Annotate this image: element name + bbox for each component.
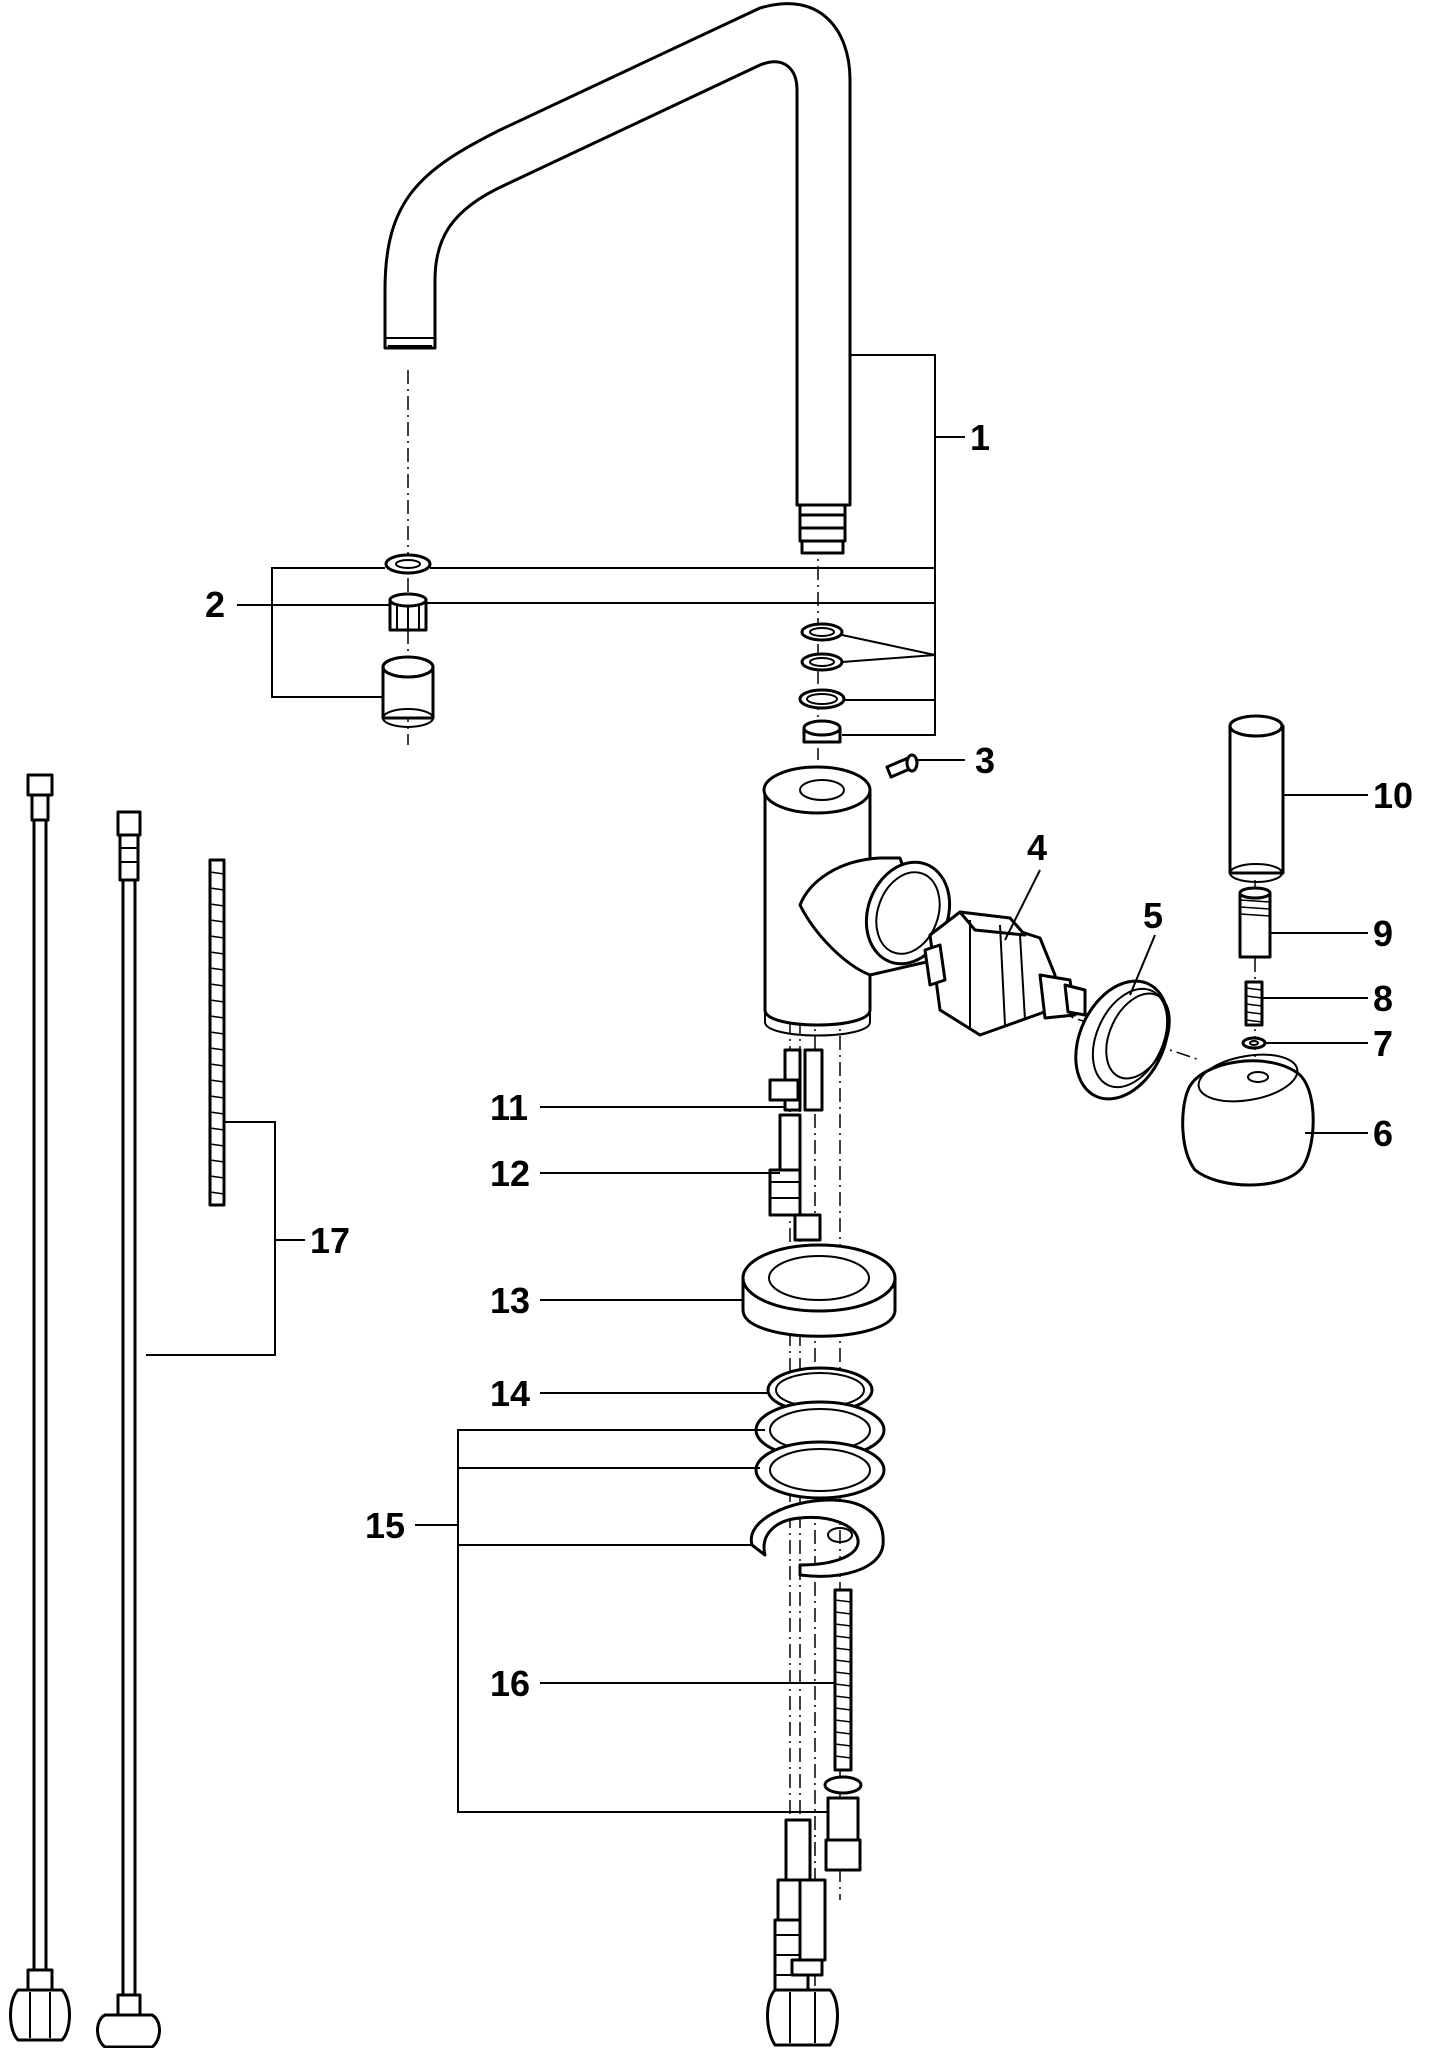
callout-6: 6	[1373, 1113, 1393, 1154]
callout-10: 10	[1373, 775, 1413, 816]
callout-14: 14	[490, 1373, 530, 1414]
callout-labels: 1 2 3 4 5 6 7 8 9 10 11 12 13 14 15 16 1…	[205, 417, 1413, 1704]
connection-pieces	[768, 1048, 824, 1242]
center-lines	[407, 370, 1256, 2000]
callout-1: 1	[970, 417, 990, 458]
supply-hoses-center	[766, 1818, 839, 2047]
callout-17: 17	[310, 1220, 350, 1261]
callout-15: 15	[365, 1505, 405, 1546]
sleeve	[1074, 979, 1171, 1101]
callout-7: 7	[1373, 1023, 1393, 1064]
callout-2: 2	[205, 584, 225, 625]
lever-components	[1228, 714, 1285, 1050]
cartridge	[923, 910, 1087, 1037]
spout-seals	[798, 622, 846, 744]
leader-lines	[146, 354, 1368, 1813]
callout-4: 4	[1027, 827, 1047, 868]
flexible-hoses	[9, 773, 226, 2048]
callout-3: 3	[975, 740, 995, 781]
aerator-assembly	[381, 553, 435, 728]
handle	[1181, 1053, 1315, 1187]
threaded-rod	[823, 1588, 863, 1872]
callout-9: 9	[1373, 913, 1393, 954]
callout-5: 5	[1143, 895, 1163, 936]
callout-16: 16	[490, 1663, 530, 1704]
base-ring	[741, 1243, 897, 1338]
callout-8: 8	[1373, 978, 1393, 1019]
faucet-body	[762, 765, 952, 1037]
gaskets	[749, 1366, 886, 1578]
callout-13: 13	[490, 1280, 530, 1321]
spout	[383, 2, 852, 555]
grub-screw	[885, 753, 919, 779]
callout-11: 11	[490, 1087, 528, 1128]
callout-12: 12	[490, 1153, 530, 1194]
